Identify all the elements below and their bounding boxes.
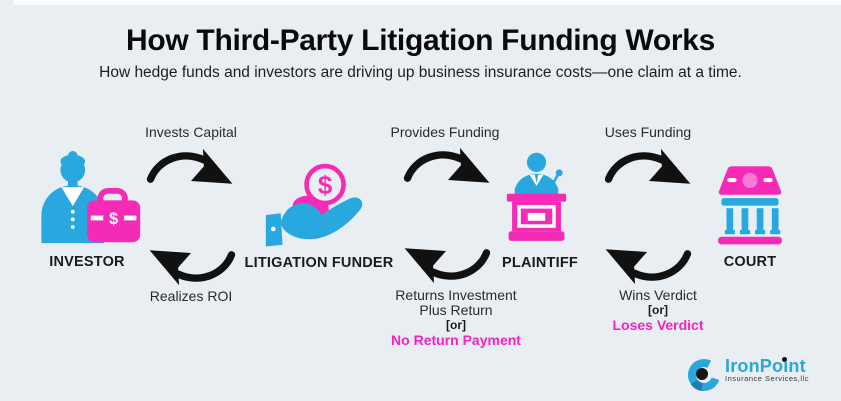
flow2-alt-label: No Return Payment bbox=[391, 332, 521, 348]
flow3-forward-arrow-icon bbox=[604, 148, 691, 184]
flow1-forward-label: Invests Capital bbox=[145, 124, 237, 140]
entity-label-plaintiff: PLAINTIFF bbox=[502, 255, 578, 271]
flow2-return-line1: Returns Investment bbox=[395, 287, 517, 303]
flow3-or-label: [or] bbox=[648, 303, 668, 317]
logo-name: IronPoint bbox=[725, 356, 809, 376]
flow2-return-arrow-icon bbox=[404, 248, 491, 284]
flow3-forward-label: Uses Funding bbox=[604, 124, 692, 140]
ironpoint-logo-icon bbox=[688, 359, 720, 391]
flow3-return-arrow-icon bbox=[605, 249, 692, 285]
entity-plaintiff: PLAINTIFF bbox=[465, 151, 615, 271]
flow1-return-arrow-icon bbox=[149, 250, 236, 286]
entity-litigation-funder: $ LITIGATION FUNDER bbox=[224, 161, 414, 271]
entity-label-litigation-funder: LITIGATION FUNDER bbox=[244, 255, 394, 271]
ironpoint-logo: IronPoint Insurance Services,llc bbox=[688, 356, 809, 392]
flow2-forward-label: Provides Funding bbox=[390, 124, 500, 140]
flow3-return-label: Wins Verdict [or] Loses Verdict bbox=[573, 287, 743, 334]
plaintiff-icon bbox=[506, 152, 567, 241]
entity-court: COURT bbox=[675, 162, 825, 270]
dollar-glyph: $ bbox=[317, 172, 332, 200]
litigation-funder-icon: $ bbox=[265, 163, 362, 247]
flow2-return-label: Returns Investment Plus Return [or] No R… bbox=[371, 287, 541, 349]
flow1-return-label: Realizes ROI bbox=[149, 288, 233, 304]
flow2-return-line2: Plus Return bbox=[419, 302, 493, 318]
entity-label-court: COURT bbox=[723, 254, 777, 270]
logo-tagline: Insurance Services,llc bbox=[725, 374, 809, 383]
entity-investor: $ INVESTOR bbox=[12, 151, 162, 270]
flow2-forward-arrow-icon bbox=[403, 147, 490, 183]
investor-icon: $ bbox=[41, 151, 141, 244]
page-subtitle: How hedge funds and investors are drivin… bbox=[99, 64, 742, 81]
entity-label-investor: INVESTOR bbox=[49, 254, 125, 270]
court-icon bbox=[718, 166, 782, 245]
dollar-glyph: $ bbox=[109, 210, 118, 228]
flow3-return-line1: Wins Verdict bbox=[619, 287, 697, 303]
flow2-or-label: [or] bbox=[446, 318, 466, 332]
top-highlight-strip bbox=[13, 0, 841, 5]
flow1-forward-arrow-icon bbox=[146, 148, 233, 184]
page-title: How Third-Party Litigation Funding Works bbox=[125, 24, 716, 57]
logo-text-block: IronPoint Insurance Services,llc bbox=[725, 356, 809, 383]
flow3-alt-label: Loses Verdict bbox=[612, 317, 704, 333]
